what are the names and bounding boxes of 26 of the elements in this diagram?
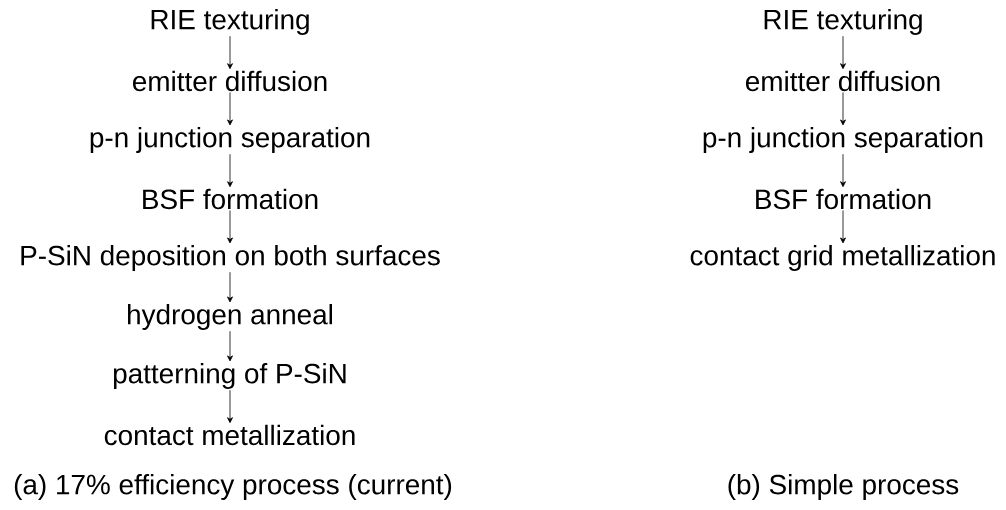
arrow [840,210,846,244]
process-step: RIE texturing [151,9,309,35]
arrow [840,35,846,70]
arrow [227,153,233,188]
process-step: patterning of P-SiN [113,363,346,389]
arrow [227,271,233,303]
process-step: hydrogen anneal [128,304,332,330]
arrow [227,389,233,424]
process-step: contact grid metallization [690,245,995,271]
process-step: BSF formation [756,188,931,210]
process-step: BSF formation [143,188,318,210]
caption: (a) 17% efficiency process (current) [14,474,452,500]
caption: (b) Simple process [728,474,959,500]
arrow [227,330,233,362]
arrow [227,210,233,244]
process-step: p-n junction separation [90,127,370,153]
arrow [227,92,233,126]
process-step: emitter diffusion [133,70,327,92]
process-step: RIE texturing [764,9,922,35]
arrow [840,92,846,126]
process-step: P-SiN deposition on both surfaces [21,245,440,271]
arrow [227,35,233,70]
process-step: p-n junction separation [703,127,983,153]
process-step: emitter diffusion [746,70,940,92]
arrow [840,153,846,188]
process-step: contact metallization [104,424,355,446]
